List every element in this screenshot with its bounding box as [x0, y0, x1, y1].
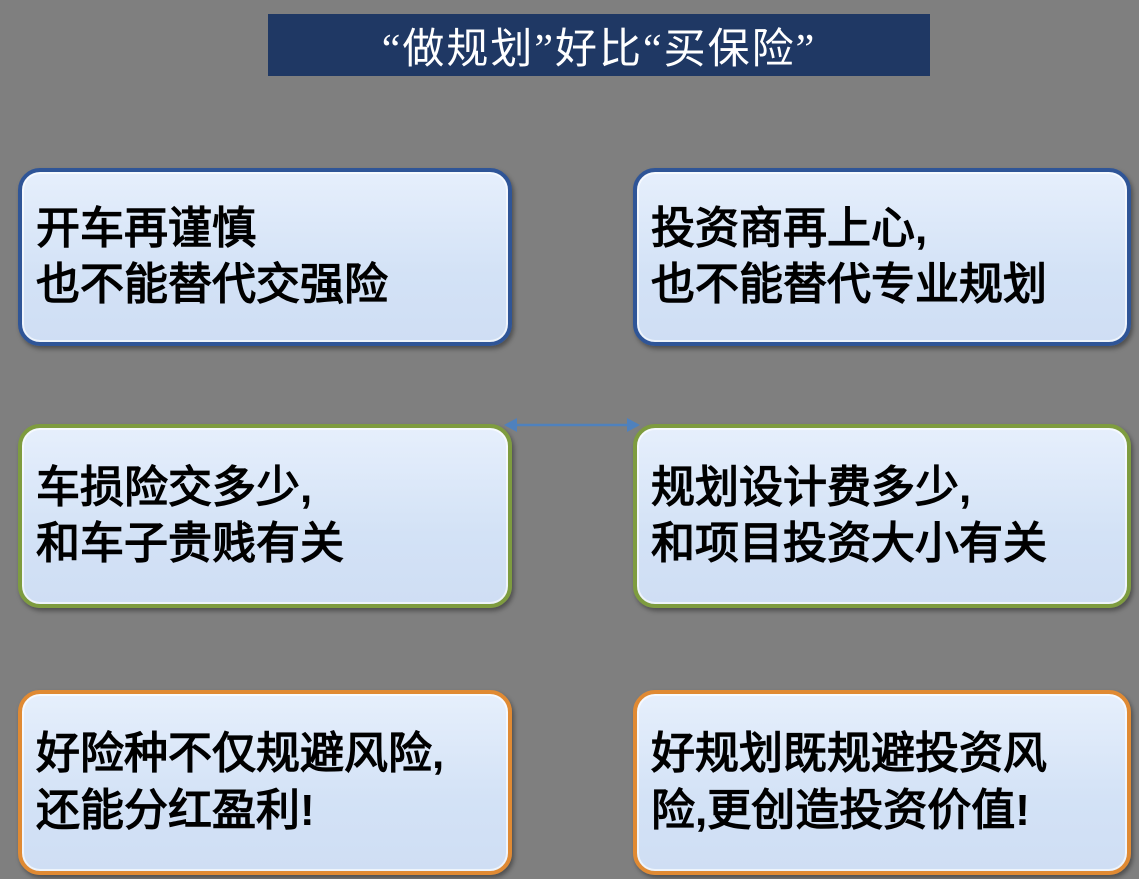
page-title: “做规划”好比“买保险”: [268, 14, 930, 76]
left-box-row1: 开车再谨慎 也不能替代交强险: [18, 168, 512, 346]
comparison-row-2: 车损险交多少, 和车子贵贱有关 规划设计费多少, 和项目投资大小有关: [0, 424, 1139, 608]
right-box-row1: 投资商再上心, 也不能替代专业规划: [633, 168, 1131, 346]
double-arrow-icon: [503, 413, 641, 437]
comparison-row-1: 开车再谨慎 也不能替代交强险 投资商再上心, 也不能替代专业规划: [0, 168, 1139, 432]
comparison-row-3: 好险种不仅规避风险, 还能分红盈利! 好规划既规避投资风 险,更创造投资价值!: [0, 690, 1139, 875]
left-box-row2: 车损险交多少, 和车子贵贱有关: [18, 424, 512, 608]
left-box-row3: 好险种不仅规避风险, 还能分红盈利!: [18, 690, 512, 875]
right-box-row2: 规划设计费多少, 和项目投资大小有关: [633, 424, 1131, 608]
right-box-row3: 好规划既规避投资风 险,更创造投资价值!: [633, 690, 1131, 875]
